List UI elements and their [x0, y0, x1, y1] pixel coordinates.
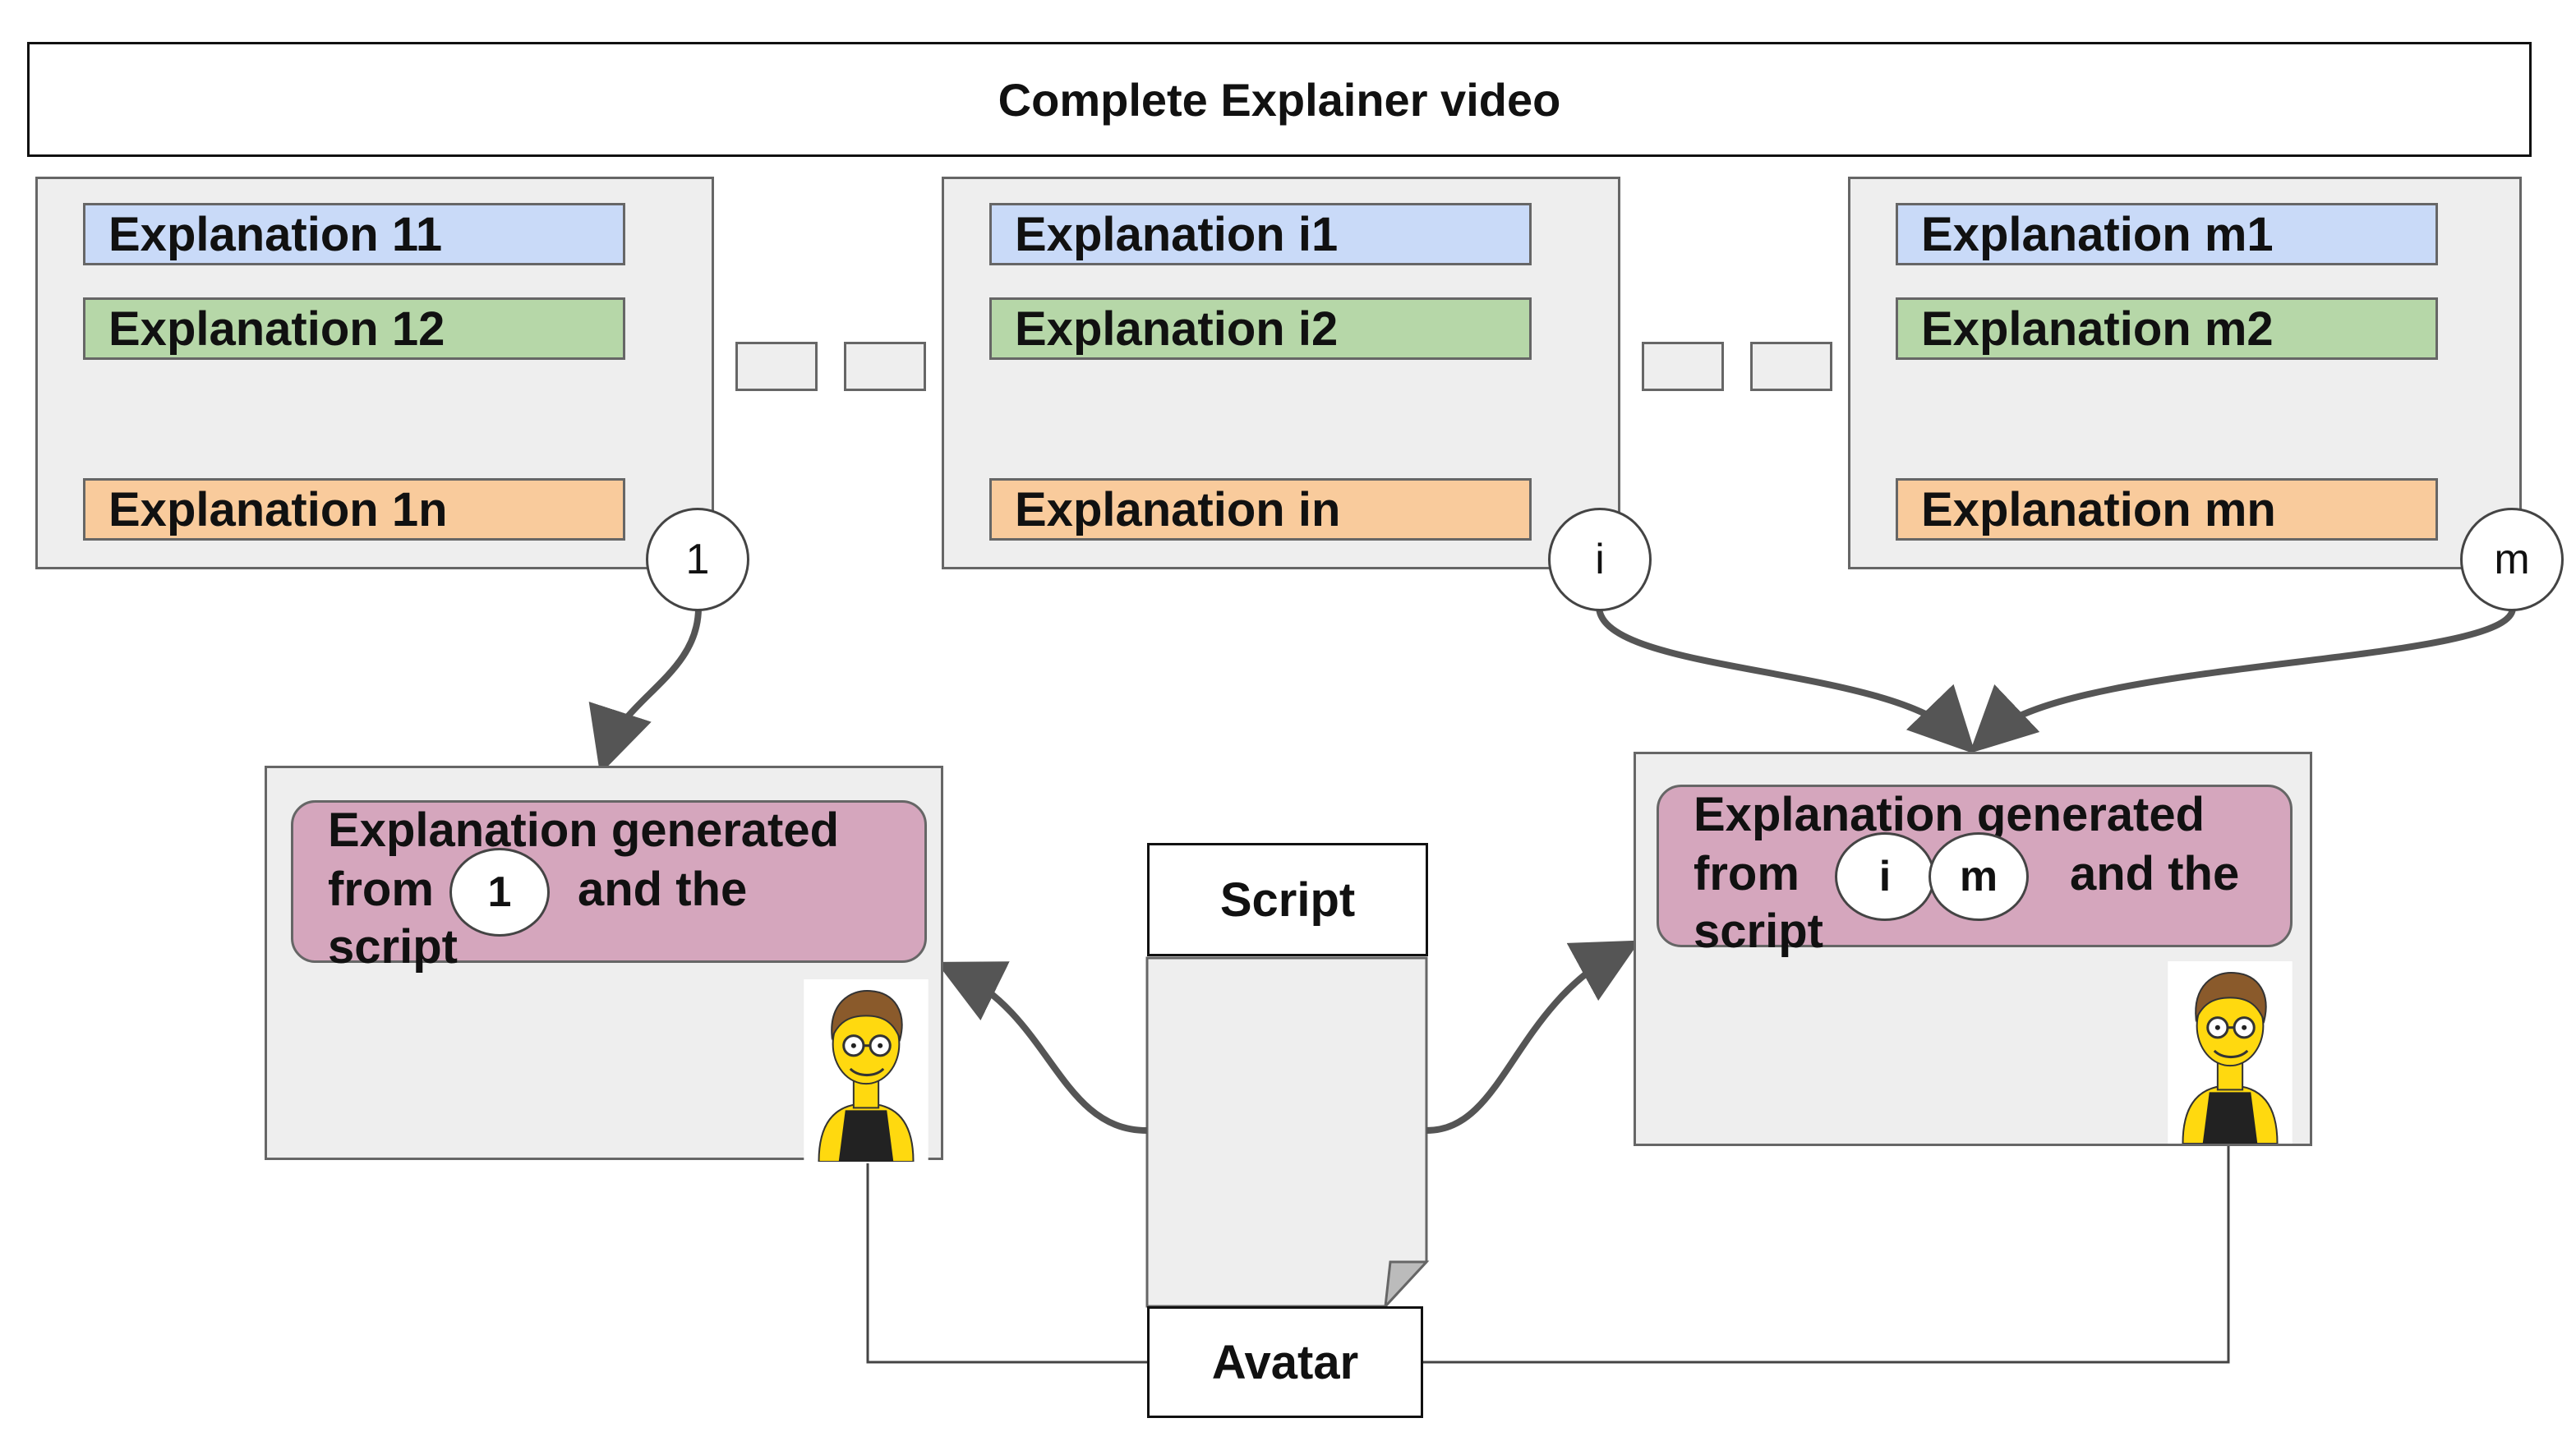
- avatar-icon: [2168, 961, 2293, 1144]
- arrow-badge-1-to-result-1: [588, 607, 702, 775]
- script-document-fold: [1384, 1260, 1430, 1310]
- generated-script: script: [328, 920, 458, 974]
- explanation-bar: Explanation m2: [1896, 297, 2438, 360]
- group-badge: m: [2460, 508, 2564, 611]
- generated-explanation-text: Explanation generated from and the scrip…: [291, 800, 927, 974]
- group-badge: 1: [646, 508, 749, 611]
- explanation-bar: Explanation m1: [1896, 203, 2438, 265]
- explanation-bar: Explanation 1n: [83, 478, 625, 541]
- page-title: Complete Explainer video: [27, 42, 2532, 157]
- script-label: Script: [1147, 843, 1428, 956]
- generated-explanation-text: Explanation generated from and the scrip…: [1657, 785, 2293, 958]
- avatar-line-left: [866, 1163, 1147, 1364]
- avatar-line-right: [1422, 1145, 2230, 1364]
- arrow-badge-m-to-result-2: [1969, 607, 2516, 753]
- explanation-bar: Explanation 11: [83, 203, 625, 265]
- generated-and-the: and the: [2070, 847, 2240, 900]
- inline-badge: m: [1929, 832, 2029, 921]
- inline-badge: 1: [449, 848, 550, 937]
- avatar-label: Avatar: [1147, 1306, 1423, 1418]
- explanation-bar: Explanation i1: [989, 203, 1532, 265]
- ellipsis-rect: [844, 342, 926, 391]
- explanation-bar: Explanation mn: [1896, 478, 2438, 541]
- generated-from: from: [1694, 847, 1800, 900]
- generated-line-1: Explanation generated: [1694, 788, 2205, 841]
- arrow-script-to-result-1: [936, 961, 1148, 1134]
- generated-script: script: [1694, 905, 1823, 958]
- explanation-bar: Explanation in: [989, 478, 1532, 541]
- avatar-icon: [804, 979, 929, 1162]
- generated-line-1: Explanation generated: [328, 803, 840, 857]
- group-badge: i: [1548, 508, 1652, 611]
- explanation-bar: Explanation i2: [989, 297, 1532, 360]
- ellipsis-rect: [735, 342, 818, 391]
- explanation-bar: Explanation 12: [83, 297, 625, 360]
- generated-from: from: [328, 863, 434, 916]
- ellipsis-rect: [1642, 342, 1724, 391]
- arrow-script-to-result-2: [1426, 940, 1641, 1134]
- inline-badge: i: [1835, 832, 1935, 921]
- generated-and-the: and the: [578, 863, 748, 916]
- script-document: [1145, 956, 1428, 1308]
- arrow-badge-i-to-result-2: [1596, 605, 1976, 754]
- ellipsis-rect: [1750, 342, 1832, 391]
